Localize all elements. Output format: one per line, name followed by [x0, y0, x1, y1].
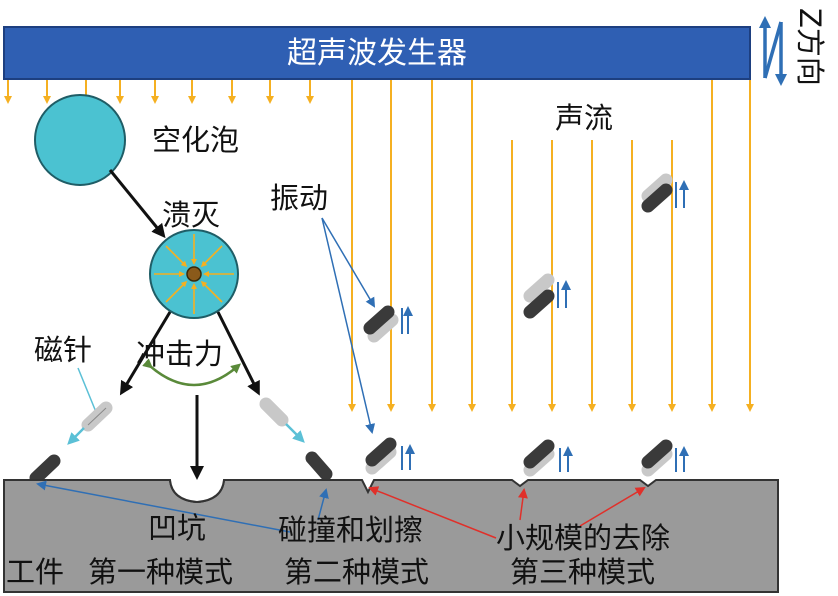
workpiece-label: 工件 — [6, 555, 64, 589]
collapsing-bubble — [149, 229, 239, 319]
vibrating-needle-2 — [523, 280, 566, 319]
short-emission-arrows — [4, 80, 314, 104]
vibration-pointers — [321, 217, 376, 434]
collapse-label: 溃灭 — [162, 198, 220, 232]
pit — [169, 479, 225, 504]
impact-force-arrows — [119, 311, 260, 396]
magnetic-needle-label: 磁针 — [34, 333, 92, 367]
cavitation-bubble — [34, 94, 126, 186]
impact-angle-arc — [142, 358, 242, 387]
z-direction-arrows — [759, 16, 787, 86]
pit-label: 凹坑 — [148, 511, 206, 545]
surface-needle-a — [365, 444, 410, 475]
surface-needle-c — [641, 446, 684, 477]
collision-scratch-label: 碰撞和划擦 — [278, 513, 423, 547]
collision-pointers — [36, 480, 329, 533]
cavitation-bubble-label: 空化泡 — [152, 123, 239, 157]
ultrasonic-generator-bar — [3, 26, 751, 80]
ultrasonic-generator-label: 超声波发生器 — [287, 36, 467, 71]
mode2-label: 第二种模式 — [284, 555, 429, 589]
bubble-to-collapse-arrow — [108, 169, 166, 239]
needle-mode1 — [29, 401, 113, 485]
acoustic-streaming-arrows — [348, 80, 754, 412]
impact-force-label: 冲击力 — [136, 337, 223, 371]
mode1-label: 第一种模式 — [88, 555, 233, 589]
mode3-label: 第三种模式 — [510, 555, 655, 589]
vibrating-needle-1 — [363, 308, 408, 343]
z-direction-label: Z方向 — [793, 8, 827, 86]
vibration-label: 振动 — [270, 181, 328, 215]
small-removal-label: 小规模的去除 — [496, 521, 670, 555]
needle-mode2 — [259, 397, 333, 481]
acoustic-streaming-label: 声流 — [555, 101, 613, 135]
removal-pointers — [368, 486, 646, 539]
magnetic-needle-pointer — [77, 367, 97, 413]
surface-needle-b — [523, 446, 568, 477]
vibrating-needle-3 — [641, 180, 684, 213]
